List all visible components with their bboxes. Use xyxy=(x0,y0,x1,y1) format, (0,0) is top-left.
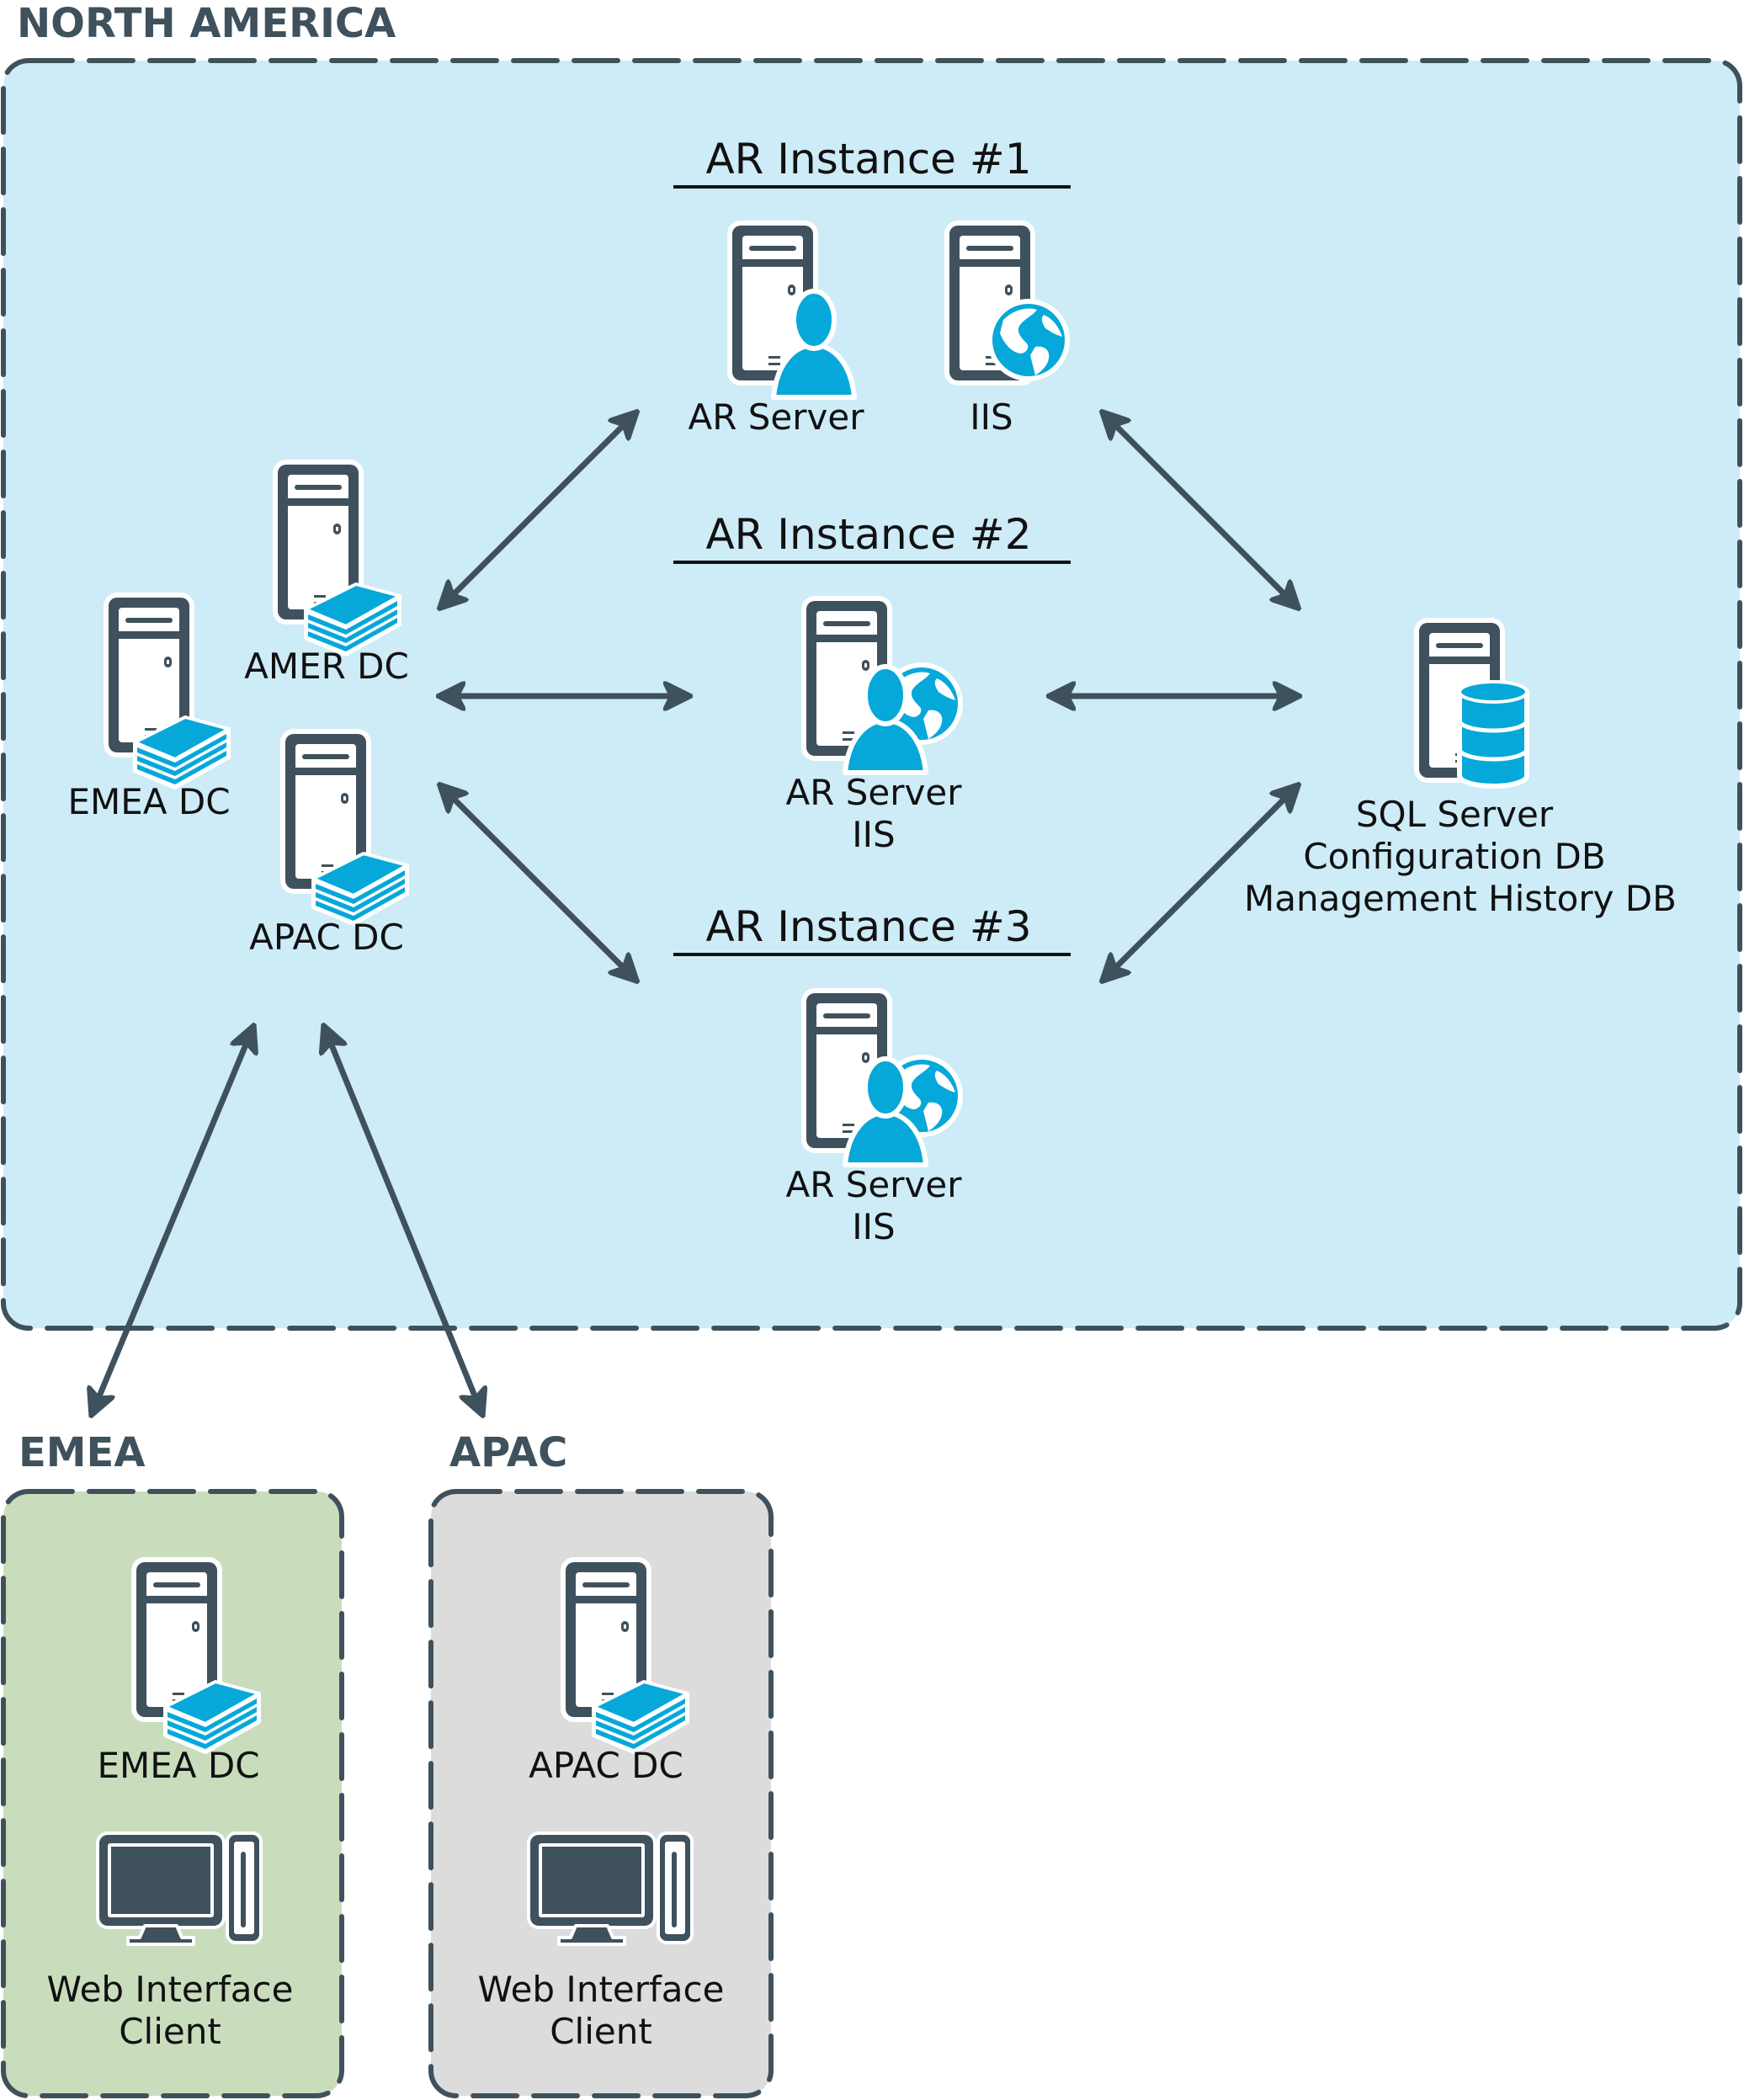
arrow-instance-3-sql xyxy=(1104,787,1296,979)
apac-dc-node-na[interactable]: APAC DC xyxy=(249,729,409,958)
management-history-db-label: Management History DB xyxy=(1244,878,1677,919)
arrow-dc-instance-3 xyxy=(442,787,635,979)
ar-server-label: AR Server xyxy=(689,396,865,438)
ar-server-iis-node-3[interactable]: AR Server IIS xyxy=(786,988,963,1247)
apac-dc-label: APAC DC xyxy=(529,1745,683,1786)
emea-client-label-line2: Client xyxy=(119,2011,221,2052)
iis-label-2: IIS xyxy=(852,814,895,855)
region-apac: APAC APAC DC Web Interface Client xyxy=(428,1429,774,2098)
arrow-instance-1-sql xyxy=(1104,414,1296,606)
emea-dc-label-na: EMEA DC xyxy=(67,781,230,822)
workstation-icon xyxy=(94,1830,264,1946)
iis-label-3: IIS xyxy=(852,1206,895,1247)
ar-instance-2-title: AR Instance #2 xyxy=(705,510,1031,559)
region-emea: EMEA EMEA DC Web Interface Client xyxy=(1,1429,344,2098)
arrow-dc-instance-1 xyxy=(442,414,635,606)
region-title-apac: APAC xyxy=(449,1429,567,1476)
ar-instance-2: AR Instance #2 AR Server IIS xyxy=(673,510,1071,855)
emea-dc-label: EMEA DC xyxy=(97,1745,259,1786)
ar-instance-3: AR Instance #3 AR Server IIS xyxy=(673,902,1071,1247)
emea-dc-node[interactable]: EMEA DC xyxy=(97,1557,261,1786)
configuration-db-label: Configuration DB xyxy=(1303,836,1605,877)
apac-web-client-node[interactable]: Web Interface Client xyxy=(478,1830,725,2052)
emea-web-client-node[interactable]: Web Interface Client xyxy=(47,1830,294,2052)
region-title-north-america: NORTH AMERICA xyxy=(17,0,396,47)
ar-server-iis-node-2[interactable]: AR Server IIS xyxy=(786,596,963,855)
ar-instance-1-title: AR Instance #1 xyxy=(705,135,1031,183)
database-icon xyxy=(1460,682,1527,786)
sql-server-label: SQL Server xyxy=(1356,794,1554,835)
globe-icon xyxy=(990,301,1067,379)
emea-client-label-line1: Web Interface xyxy=(47,1969,294,2010)
sql-server-node[interactable]: SQL Server Configuration DB Management H… xyxy=(1244,618,1677,919)
apac-boundary xyxy=(428,1489,774,2098)
ar-instance-3-title: AR Instance #3 xyxy=(705,902,1031,951)
apac-dc-node[interactable]: APAC DC xyxy=(529,1557,689,1786)
apac-client-label-line1: Web Interface xyxy=(478,1969,725,2010)
emea-boundary xyxy=(1,1489,344,2098)
ar-server-label-3: AR Server xyxy=(786,1164,963,1205)
ar-server-node[interactable]: AR Server xyxy=(689,221,865,438)
region-title-emea: EMEA xyxy=(19,1429,146,1476)
ar-instance-1: AR Instance #1 AR Server IIS xyxy=(673,135,1071,438)
amer-dc-label: AMER DC xyxy=(244,646,409,687)
iis-label: IIS xyxy=(970,396,1013,438)
ar-server-label-2: AR Server xyxy=(786,772,963,813)
arrow-na-emea xyxy=(93,1029,253,1412)
amer-dc-node[interactable]: AMER DC xyxy=(244,460,409,687)
apac-client-label-line2: Client xyxy=(550,2011,652,2052)
arrow-na-apac xyxy=(325,1029,481,1412)
iis-node[interactable]: IIS xyxy=(944,221,1067,438)
apac-dc-label-na: APAC DC xyxy=(249,917,404,958)
connections xyxy=(93,414,1296,1412)
emea-dc-node-na[interactable]: EMEA DC xyxy=(67,593,231,822)
workstation-icon xyxy=(525,1830,695,1946)
